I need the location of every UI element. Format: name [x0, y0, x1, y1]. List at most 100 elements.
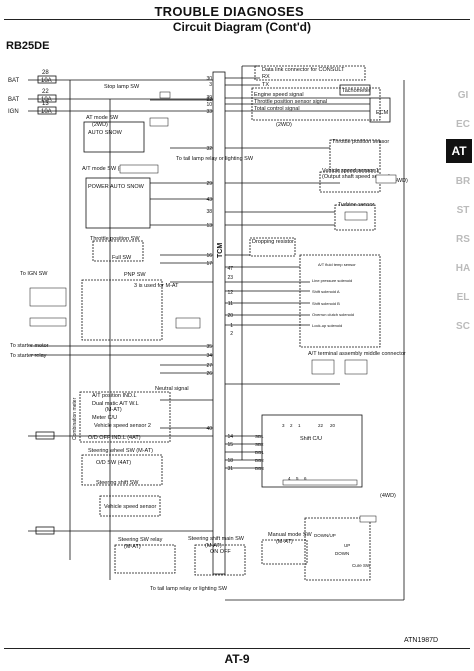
tab-br[interactable]: BR: [455, 175, 471, 187]
fuse-no-13: 13: [42, 101, 49, 107]
power-auto-snow-label: POWER AUTO SNOW: [88, 184, 145, 190]
svg-text:29: 29: [206, 181, 212, 187]
svg-text:20: 20: [330, 423, 336, 428]
rx-label: RX: [262, 74, 270, 80]
supply-bat-1: BAT: [8, 78, 20, 84]
od-sw-4at-label: O/D SW (4AT): [96, 460, 131, 466]
svg-text:10: 10: [206, 102, 212, 108]
steering-shift-sw-label: Steering shift SW: [96, 480, 139, 486]
vss1-sub: (Output shaft speed sensor): [322, 174, 390, 180]
tcm-box: [212, 71, 226, 575]
svg-text:1: 1: [230, 323, 233, 329]
svg-text:DB3: DB3: [255, 466, 264, 471]
tps-signal-label: Throttle position sensor signal: [254, 99, 327, 105]
tcm-label: TCM: [217, 243, 224, 258]
tachometer-label: Tachometer: [342, 88, 371, 94]
model-label: RB25DE: [6, 40, 50, 52]
svg-text:5: 5: [296, 476, 299, 481]
is-used-for-label: 3 is used for M-AT: [134, 283, 179, 289]
svg-text:40: 40: [206, 426, 212, 432]
steering-shift-main-label: Steering shift main SW: [188, 536, 245, 542]
svg-text:35: 35: [206, 344, 212, 350]
shift-sol-a-label: Shift solenoid A: [312, 289, 340, 294]
at-mode-sw-sub: (2WD): [92, 122, 108, 128]
combination-meter-label: Combination meter: [72, 397, 78, 440]
fuse-no-22: 22: [42, 89, 49, 95]
svg-text:39: 39: [206, 95, 212, 101]
svg-text:32: 32: [206, 146, 212, 152]
tab-el[interactable]: EL: [456, 291, 470, 303]
four-wd-bottom-label: (4WD): [380, 493, 396, 499]
svg-text:12: 12: [227, 290, 233, 296]
lockup-sol-label: Lock-up solenoid: [312, 323, 342, 328]
fuse-13: 10A: [41, 109, 52, 115]
header-rule: [4, 19, 470, 20]
dual-matic-label: Dual matic A/T W.L: [92, 401, 139, 407]
tab-at[interactable]: AT: [446, 139, 472, 163]
auto-snow-label: AUTO SNOW: [88, 130, 123, 136]
svg-text:13: 13: [206, 223, 212, 229]
cure-sw-label: Cure SW: [352, 563, 371, 568]
svg-text:27: 27: [206, 363, 212, 369]
dual-matic-sub: (M-AT): [105, 407, 122, 413]
engine-speed-label: Engine speed signal: [254, 92, 304, 98]
svg-text:16: 16: [206, 253, 212, 259]
line-pressure-sol-label: Line pressure solenoid: [312, 278, 352, 283]
tx-label: TX: [262, 82, 269, 88]
tab-st[interactable]: ST: [456, 204, 470, 216]
od-off-ind-label: O/D OFF IND.L (4AT): [88, 435, 141, 441]
steering-sw-relay-sub: (M-AT): [124, 544, 141, 550]
svg-text:20: 20: [227, 313, 233, 319]
page-subtitle: Circuit Diagram (Cont'd): [172, 20, 311, 34]
svg-text:26: 26: [206, 371, 212, 377]
svg-text:2: 2: [230, 331, 233, 337]
svg-text:43: 43: [206, 197, 212, 203]
tab-ec[interactable]: EC: [456, 118, 470, 130]
tail-lamp-label: To tail lamp relay or lighting SW: [176, 156, 254, 162]
footer-rule: [4, 648, 470, 649]
tab-ha[interactable]: HA: [455, 262, 471, 274]
steering-shift-main-sub: (M-AT): [205, 543, 222, 549]
svg-text:4: 4: [288, 476, 291, 481]
svg-text:3: 3: [209, 82, 212, 88]
vss-label: Vehicle speed sensor: [104, 504, 156, 510]
svg-text:38: 38: [206, 209, 212, 215]
svg-text:2: 2: [290, 423, 293, 428]
svg-text:3: 3: [282, 423, 285, 428]
svg-text:15: 15: [227, 442, 233, 448]
svg-text:47: 47: [227, 266, 233, 272]
to-tail-lamp-bottom-label: To tail lamp relay or lighting SW: [150, 586, 228, 592]
svg-text:23: 23: [227, 275, 233, 281]
pnp-sw-label: PNP SW: [124, 272, 146, 278]
shift-cu-pins: SB1 SB2 DB1 DB2 DB3 4 5 6 22 20 3 2 1: [255, 423, 336, 481]
throttle-pos-sensor-label: Throttle position sensor: [332, 139, 389, 145]
fuse-28: 10A: [41, 78, 52, 84]
manual-mode-sw-sub: (M-AT): [276, 539, 293, 545]
dlc-label: Data link connector for CONSULT: [262, 67, 345, 73]
meter-cu-label: Meter C/U: [92, 415, 117, 421]
total-control-label: Total control signal: [254, 106, 300, 112]
tcm-pins: 30 3 39 10 33 22 32 29 43 38 13 16 17 47…: [206, 76, 233, 472]
svg-text:1: 1: [298, 423, 301, 428]
tps-bottom-label: Throttle position SW: [90, 236, 140, 242]
svg-text:30: 30: [206, 76, 212, 82]
tab-rs[interactable]: RS: [456, 233, 470, 245]
svg-text:DB2: DB2: [255, 458, 264, 463]
tab-sc[interactable]: SC: [456, 320, 470, 332]
downup-label: DOWN/UP: [314, 533, 336, 538]
fuse-no-28: 28: [42, 70, 49, 76]
tab-gi[interactable]: GI: [457, 89, 469, 101]
svg-text:18: 18: [227, 458, 233, 464]
down-label: DOWN: [335, 551, 349, 556]
shift-cu-label: Shift C/U: [300, 436, 322, 442]
svg-text:11: 11: [228, 301, 233, 307]
fuse-22: 10A: [41, 97, 52, 103]
svg-text:31: 31: [227, 466, 233, 472]
manual-mode-sw-label: Manual mode SW: [268, 532, 313, 538]
svg-text:22: 22: [206, 97, 212, 103]
at-mode-sw-4wd-label: A/T mode SW (4WD): [82, 166, 134, 172]
svg-text:6: 6: [304, 476, 307, 481]
neutral-signal-label: Neutral signal: [155, 386, 189, 392]
two-wd-label: (2WD): [276, 122, 292, 128]
